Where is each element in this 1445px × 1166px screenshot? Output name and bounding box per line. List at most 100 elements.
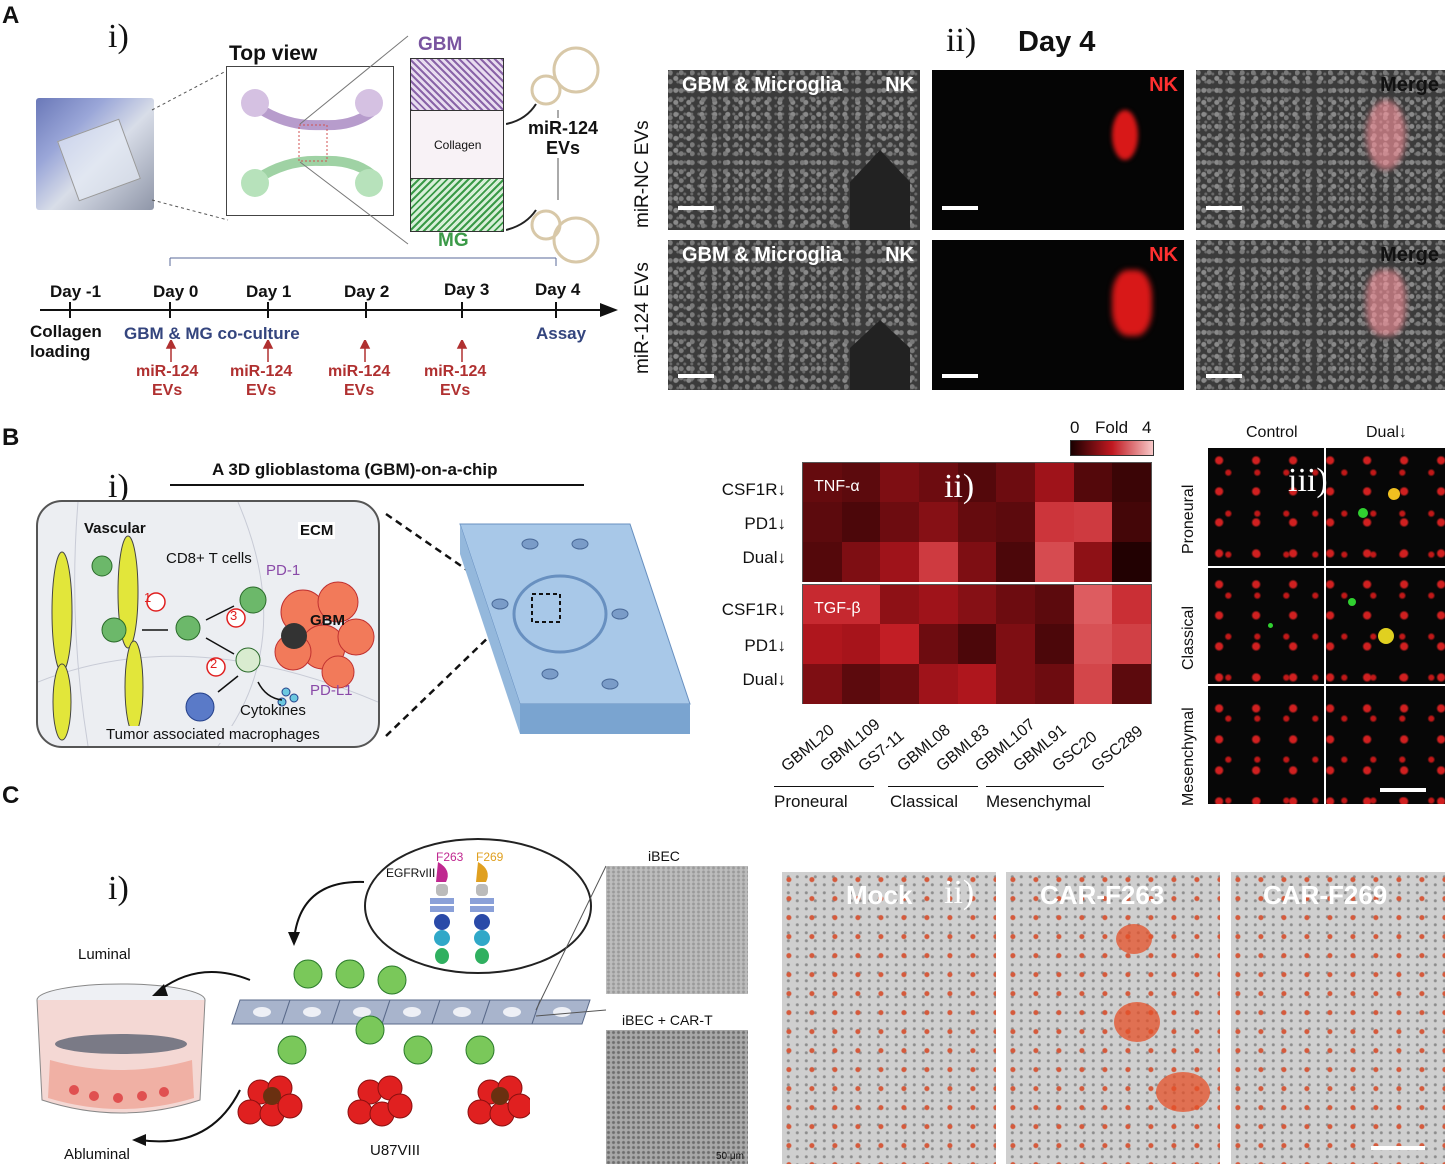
chip-top-view (226, 66, 394, 216)
micrograph-a-r2c1: GBM & Microglia NK (668, 240, 920, 390)
heatmap-tgf-cell-r1-c7 (1073, 624, 1113, 665)
heatmap-tnf-cell-r1-c4 (957, 502, 997, 543)
heatmap-tnf-cell-r2-c5 (996, 541, 1036, 582)
heatmap-tnf-cell-r1-c0 (803, 502, 842, 543)
heatmap-tnf-cell-r0-c0 (803, 463, 842, 503)
mg-chamber (410, 178, 504, 232)
down-arrow-icon: ↓ (777, 670, 787, 689)
day-2: Day 2 (344, 282, 390, 301)
panel-b-iii-label: iii) (1288, 462, 1328, 499)
gbm-label: GBM (418, 34, 463, 55)
panel-letter-c: C (2, 782, 20, 809)
car-t-cells (277, 959, 495, 1065)
heatmap-tnf-cell-r0-c6 (1035, 463, 1074, 503)
group-line-proneural (774, 786, 874, 787)
panel-b-ii-label: ii) (944, 468, 975, 505)
car-f263-label: CAR-F263 (1040, 880, 1165, 910)
scale-50um: 50 μm (716, 1151, 744, 1162)
micrograph-a-r2c2: NK (932, 240, 1184, 390)
heatmap-tgf-cell-r0-c7 (1073, 585, 1113, 625)
ecm-label: ECM (298, 522, 336, 539)
heatmap-tgf-cell-r1-c0 (803, 624, 842, 665)
vascular-label: Vascular (84, 520, 146, 537)
heatmap-tnf-cell-r0-c4 (957, 463, 997, 503)
gbm-chamber (410, 58, 504, 112)
heatmap-tnf-cell-r2-c0 (803, 541, 842, 582)
down-arrow-icon: ↓ (777, 480, 787, 499)
micrograph-ibec (606, 866, 748, 994)
legend-label: Fold (1095, 418, 1129, 437)
ibec-label: iBEC (648, 848, 680, 864)
micrograph-a-r1c2: NK (932, 70, 1184, 230)
cd8-label: CD8+ T cells (166, 550, 252, 567)
heatmap-tgf-cell-r2-c6 (1035, 663, 1074, 704)
heatmap-tnf-cell-r2-c3 (919, 541, 958, 582)
heatmap-tgf-cell-r0-c4 (957, 585, 997, 625)
heatmap-tgf-cell-r1-c4 (957, 624, 997, 665)
img-label-nk-2: NK (1149, 244, 1178, 266)
day-4: Day 4 (535, 280, 581, 299)
panel-letter-b: B (2, 424, 20, 451)
heatmap-tgf-cell-r2-c2 (880, 663, 920, 704)
step-1: 1 (144, 590, 152, 605)
transwell-arrows (132, 971, 251, 1146)
img-label-nk-gray-2: NK (885, 244, 914, 266)
hm-row-tgf-dual: Dual↓ (742, 670, 787, 689)
u87-label: U87VIII (370, 1142, 421, 1159)
coculture-label: GBM & MG co-culture (124, 324, 300, 343)
block-label-tgf: TGF-β (814, 600, 861, 617)
heatmap-tnf-cell-r2-c2 (880, 541, 920, 582)
heatmap-tnf-cell-r2-c6 (1035, 541, 1074, 582)
hm-row-tnf-pd1: PD1↓ (744, 514, 786, 533)
egfr-label: EGFRvIII (386, 866, 436, 880)
tme-schematic (36, 500, 380, 748)
hm-row-tnf-dual: Dual↓ (742, 548, 786, 567)
ev-dose-1: miR-124 EVs (230, 363, 293, 399)
group-classical: Classical (890, 792, 959, 811)
heatmap-tgf-cell-r1-c3 (919, 624, 958, 665)
row-label-mir124: miR-124 EVs (632, 262, 653, 374)
top-view-label: Top view (229, 42, 318, 65)
chip-photo (36, 98, 154, 210)
chip-title-underline (170, 484, 584, 486)
down-arrow-icon: ↓ (777, 636, 787, 655)
f263-label: F263 (436, 850, 464, 864)
iii-col-dual: Dual↓ (1366, 424, 1407, 441)
assay-label: Assay (536, 324, 587, 343)
legend-min: 0 (1070, 418, 1080, 437)
heatmap-tgf-cell-r2-c3 (919, 663, 958, 704)
abluminal-label: Abluminal (64, 1146, 130, 1163)
heatmap-tgf-cell-r0-c0 (803, 585, 842, 625)
heatmap-tgf-cell-r2-c8 (1112, 663, 1152, 704)
heatmap-tnf-cell-r0-c8 (1112, 463, 1152, 503)
heatmap-tnf-cell-r1-c1 (841, 502, 881, 543)
c-zoom-lines (535, 865, 607, 1017)
micrograph-ibec-cart: 50 μm (606, 1030, 748, 1164)
heatmap-tgf (802, 584, 1152, 704)
day-m1: Day -1 (50, 282, 102, 301)
heatmap-tnf-cell-r2-c8 (1112, 541, 1152, 582)
img-label-gbm-microglia: GBM & Microglia (682, 74, 843, 96)
img-label-gbm-microglia-2: GBM & Microglia (682, 244, 843, 266)
heatmap-tnf-cell-r0-c3 (919, 463, 958, 503)
iii-row-proneural: Proneural (1180, 484, 1197, 554)
iii-row-classical: Classical (1180, 605, 1197, 670)
group-mesenchymal: Mesenchymal (986, 792, 1091, 811)
heatmap-tgf-cell-r0-c5 (996, 585, 1036, 625)
heatmap-column-label-8: GSC289 (1088, 722, 1146, 776)
heatmap-tnf (802, 462, 1152, 582)
heatmap-tnf-cell-r2-c7 (1073, 541, 1113, 582)
zoom-lines (151, 69, 229, 221)
heatmap-tnf-cell-r0-c7 (1073, 463, 1113, 503)
collagen-chamber (410, 110, 504, 180)
heatmap-tnf-cell-r1-c7 (1073, 502, 1113, 543)
heatmap-tgf-cell-r2-c7 (1073, 663, 1113, 704)
heatmap-tgf-cell-r2-c4 (957, 663, 997, 704)
step-2: 2 (210, 656, 218, 671)
micrograph-mock: Mock (782, 872, 996, 1164)
pd1-label: PD-1 (266, 562, 301, 579)
timeline-axis (40, 257, 618, 318)
car-construct-icons (430, 862, 494, 964)
heatmap-tgf-cell-r1-c8 (1112, 624, 1152, 665)
luminal-label: Luminal (78, 946, 131, 963)
